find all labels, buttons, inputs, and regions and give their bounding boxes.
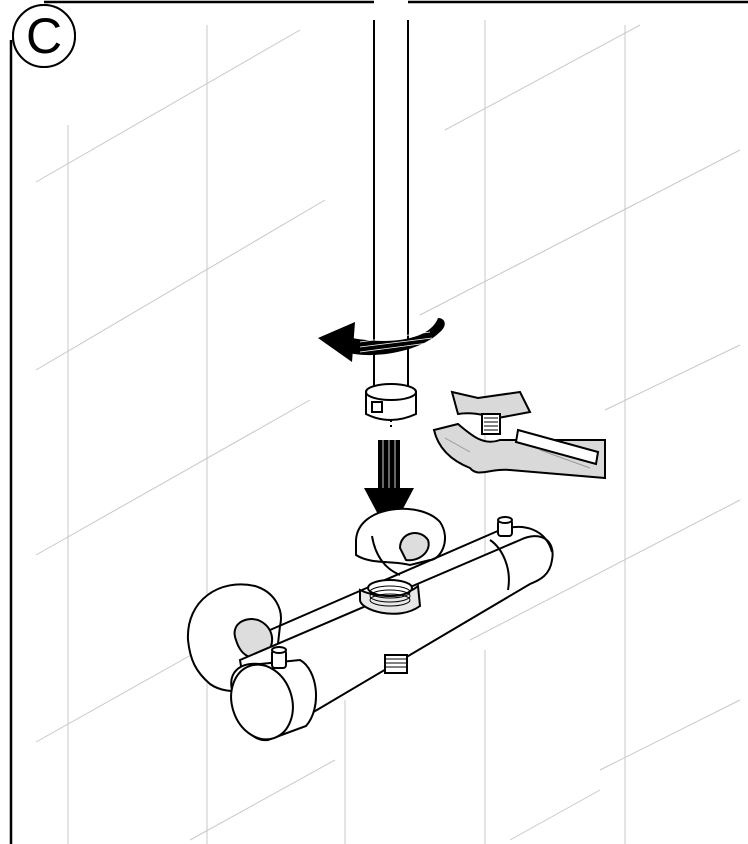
curved-arrow-counterclockwise-icon	[318, 318, 445, 362]
thermostatic-mixer	[186, 507, 554, 742]
wall-tile-grid	[35, 20, 741, 844]
riser-pipe	[373, 0, 409, 398]
step-badge: C	[12, 4, 76, 68]
wall-elbow-right	[355, 507, 446, 567]
pipe-nut	[365, 383, 417, 430]
mixer-body	[238, 535, 554, 721]
adjustable-wrench-icon	[432, 390, 606, 480]
step-letter: C	[25, 8, 63, 64]
